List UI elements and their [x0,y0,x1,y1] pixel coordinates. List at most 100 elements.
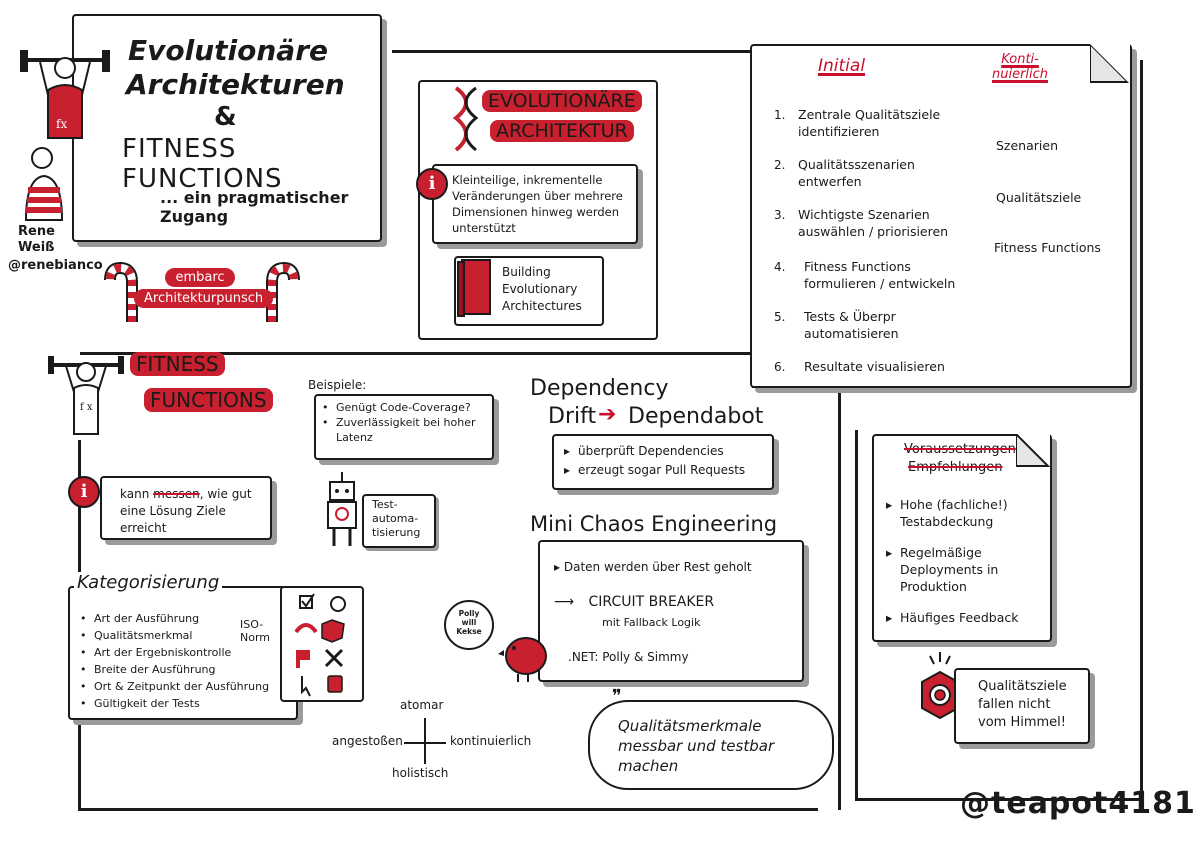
continuous-item-3: Fitness Functions [994,240,1101,255]
title-line3: FITNESS FUNCTIONS [122,134,283,194]
puzzle-icon [296,650,310,668]
examples-title: Beispiele: [306,378,369,392]
gauge-icon [294,623,318,634]
bird-speech-bubble: Polly will Kekse [444,600,494,650]
event-line2: Architekturpunsch [134,289,274,308]
target-card: Qualitätsziele fallen nicht vom Himmel! [954,668,1090,744]
step-6-text: Resultate visualisieren [804,359,945,374]
dependency-list: überprüft Dependencies erzeugt sogar Pul… [564,442,745,480]
svg-text:fx: fx [56,117,67,131]
step-2-num: 2. [774,158,786,172]
author-handle: @renebianco [8,258,103,273]
title-subtitle: ... ein pragmatischer Zugang [160,188,349,226]
category-item: Ort & Zeitpunkt der Ausführung [80,678,269,695]
quote-bubble: Qualitätsmerkmale messbar und testbar ma… [588,700,834,790]
dependency-box: überprüft Dependencies erzeugt sogar Pul… [552,434,774,490]
category-item: Art der Ergebniskontrolle [80,644,269,661]
category-list: Art der Ausführung Qualitätsmerkmal Art … [80,610,269,712]
chaos-cb: CIRCUIT BREAKER [588,594,715,610]
dependency-dependabot: Dependabot [628,404,764,429]
prereq-item: Regelmäßige Deployments in Produktion [886,544,1040,595]
chaos-cb-row: ⟶ CIRCUIT BREAKER [554,594,715,610]
robot-label-card: Test- automa- tisierung [362,494,436,548]
examples-list: Genügt Code-Coverage? Zuverlässigkeit be… [322,400,492,445]
prereq-title1: Voraussetzungen [904,442,1016,457]
cursor-icon [301,676,311,697]
measure-post: , wie gut eine Lösung Ziele erreicht [120,487,252,535]
footer-handle: @teapot4181 [960,786,1196,821]
quote-text: Qualitätsmerkmale messbar und testbar ma… [618,717,775,775]
axis-top-label: atomar [400,698,444,712]
chaos-box: ▸ Daten werden über Rest geholt ⟶ CIRCUI… [538,540,804,682]
step-1-num: 1. [774,108,786,122]
evo-info-card: Kleinteilige, inkrementelle Veränderunge… [432,164,638,244]
robot-icon [327,472,357,546]
title-line2: Architekturen [126,68,345,101]
measure-card: kann messen, wie gut eine Lösung Ziele e… [100,476,272,540]
book-title: Building Evolutionary Architectures [502,265,582,313]
prereq-item: Häufiges Feedback [886,609,1040,626]
title-amp: & [214,102,237,132]
examples-box: Beispiele: Genügt Code-Coverage? Zuverlä… [306,378,494,460]
power-icon [330,596,346,612]
server-icon [327,675,343,693]
axis-left-label: angestoßen [332,734,403,748]
dependency-item: erzeugt sogar Pull Requests [564,461,745,480]
dependency-line1: Dependency [530,376,669,401]
step-3-text: Wichtigste Szenarien auswählen / prioris… [798,207,949,239]
chaos-net: .NET: Polly & Simmy [568,650,689,664]
title-box: Evolutionäre Architekturen & FITNESS FUN… [72,14,382,242]
frame-right-line [1140,60,1143,800]
continuous-label: Konti- nuierlich [992,52,1049,82]
quality-icons [294,593,346,697]
category-title: Kategorisierung [74,572,223,593]
frame-inner-right-line [838,390,841,810]
evo-info-text: Kleinteilige, inkrementelle Veränderunge… [452,173,623,235]
axis-vertical [424,718,426,764]
step-4-text: Fitness Functions formulieren / entwicke… [804,259,956,291]
dependency-item: überprüft Dependencies [564,442,745,461]
dna-icon [452,86,479,152]
chaos-item1-text: Daten werden über Rest geholt [563,560,752,574]
bird-icon [498,637,547,682]
step-5-text: Tests & Überpr automatisieren [804,309,899,341]
shield-icon [321,619,345,643]
target-text: Qualitätsziele fallen nicht vom Himmel! [978,679,1067,730]
info-icon: i [68,476,100,508]
avatar [24,147,64,221]
category-box: Kategorisierung Art der Ausführung Quali… [68,572,298,720]
frame-top-line [392,50,752,53]
measure-pre: kann [120,487,150,501]
frame-bottom-line [78,808,818,811]
chaos-item1: ▸ Daten werden über Rest geholt [554,560,752,574]
measure-word: messen [153,487,200,501]
weightlifter-icon: fx [20,50,110,139]
quote-mark-icon: ❞ [612,686,622,707]
step-4-num: 4. [774,260,786,274]
example-item: Zuverlässigkeit bei hoher Latenz [322,415,492,445]
page-curl-icon [1090,44,1130,84]
measure-text: kann messen, wie gut eine Lösung Ziele e… [120,486,264,537]
continuous-item-1: Szenarien [996,138,1058,153]
tools-icon [324,648,344,668]
category-item: Gültigkeit der Tests [80,695,269,712]
robot-label: Test- automa- tisierung [372,498,421,539]
candy-cane-right-icon [266,262,300,322]
initial-label: Initial [818,56,866,76]
fitness-heading1: FITNESS [130,352,225,376]
prereq-list: Hohe (fachliche!) Testabdeckung Regelmäß… [886,496,1040,626]
step-3-num: 3. [774,208,786,222]
frame-right-connector [855,430,858,800]
steps-sheet: Initial Konti- nuierlich 1. Zentrale Qua… [750,44,1132,388]
event-line1: embarc [165,268,235,287]
example-item: Genügt Code-Coverage? [322,400,492,415]
author-first-name: Rene [18,224,55,239]
info-icon: i [416,168,448,200]
dependency-drift: Drift [548,404,597,429]
author-last-name: Weiß [18,240,55,255]
step-5-num: 5. [774,310,786,324]
frame-mid-line [80,352,752,355]
evo-heading1: EVOLUTIONÄRE [482,90,642,112]
event-badge: embarc Architekturpunsch [134,266,274,308]
step-2-text: Qualitätsszenarien entwerfen [798,157,915,189]
